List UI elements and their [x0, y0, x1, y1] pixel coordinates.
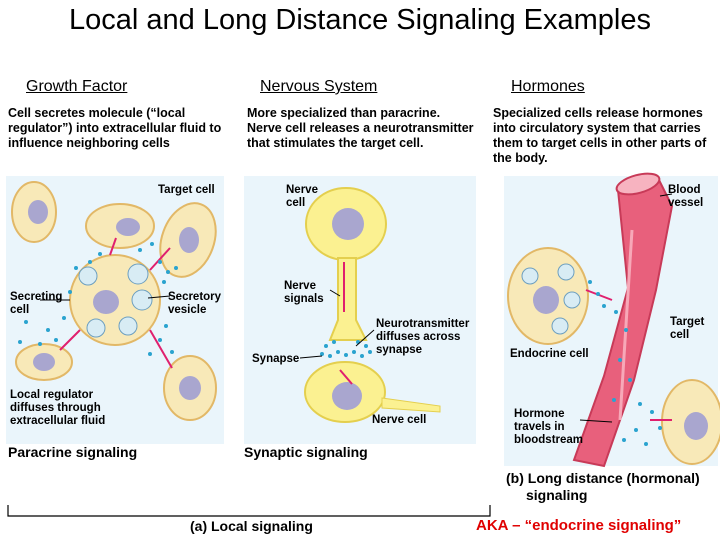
caption-paracrine: Paracrine signaling: [8, 444, 138, 460]
secretory-vesicle: [127, 263, 149, 285]
axon: [328, 257, 368, 341]
label-secretory-vesicle: Secretory vesicle: [168, 291, 222, 316]
nucleus: [93, 290, 119, 314]
description-nervous-system: More specialized than paracrine. Nerve c…: [247, 106, 474, 150]
description-growth-factor: Cell secretes molecule (“local regulator…: [8, 106, 222, 150]
label-target-cell: Target cell: [158, 184, 215, 196]
label-local-regulator: Local regulator diffuses through extrace…: [10, 389, 106, 427]
neurotransmitter-molecules: [320, 340, 372, 358]
heading-hormones: Hormones: [511, 78, 585, 95]
leader-line: [659, 193, 673, 197]
local-signaling-bracket: [7, 505, 491, 517]
secretory-vesicle: [557, 263, 575, 281]
caption-local-signaling: (a) Local signaling: [190, 518, 313, 534]
secretory-vesicle: [78, 266, 98, 286]
aka-endocrine-signaling: AKA – “endocrine signaling”: [476, 517, 682, 534]
paracrine-diagram: [11, 181, 217, 421]
heading-nervous-system: Nervous System: [260, 78, 378, 95]
label-secreting-cell: Secreting cell: [10, 291, 63, 316]
secretory-vesicle: [521, 267, 539, 285]
leader-line: [579, 419, 613, 423]
label-neurotransmitter: Neurotransmitter diffuses across synapse: [376, 318, 470, 356]
nerve-signal-arrow: [339, 369, 353, 385]
label-synapse: Synapse: [252, 353, 300, 365]
leader-line: [147, 295, 171, 299]
blood-vessel-opening: [615, 172, 661, 196]
leader-line: [329, 289, 341, 297]
secretory-vesicle: [118, 316, 138, 336]
label-nerve-signals: Nerve signals: [284, 280, 324, 305]
label-hormone-travels: Hormone travels in bloodstream: [514, 408, 584, 446]
secretory-vesicle: [551, 317, 569, 335]
label-blood-vessel: Blood vessel: [668, 184, 704, 209]
secretory-vesicle: [131, 289, 153, 311]
axon: [381, 397, 441, 413]
hormonal-diagram: [507, 172, 720, 468]
leader-line: [355, 329, 375, 347]
caption-hormonal-line2: signaling: [526, 487, 588, 503]
diffusion-arrow: [59, 329, 81, 351]
nucleus: [116, 218, 140, 236]
label-nerve-cell-bottom: Nerve cell: [372, 414, 427, 426]
diffusion-arrow: [149, 329, 173, 369]
synaptic-diagram: [299, 187, 441, 423]
caption-synaptic: Synaptic signaling: [244, 444, 368, 460]
secretory-vesicle: [86, 318, 106, 338]
slide-title: Local and Long Distance Signaling Exampl…: [69, 4, 651, 36]
hormone-molecules: [588, 280, 662, 446]
nucleus: [33, 353, 55, 371]
description-hormones: Specialized cells release hormones into …: [493, 106, 707, 165]
local-regulator-molecules: [18, 242, 178, 356]
label-target-cell-hormonal: Target cell: [670, 316, 705, 341]
diffusion-arrow: [109, 237, 117, 256]
heading-growth-factor: Growth Factor: [26, 78, 128, 95]
leader-line: [299, 355, 323, 359]
nucleus: [28, 200, 48, 224]
nucleus: [332, 382, 362, 410]
vessel-highlight: [618, 229, 634, 421]
caption-hormonal-line1: (b) Long distance (hormonal): [506, 470, 700, 486]
secretory-vesicle: [563, 291, 581, 309]
label-nerve-cell-top: Nerve cell: [286, 184, 318, 209]
nucleus: [179, 376, 201, 400]
label-endocrine-cell: Endocrine cell: [510, 348, 589, 360]
nucleus: [533, 286, 559, 314]
nucleus: [179, 227, 199, 253]
nucleus: [332, 208, 364, 240]
nucleus: [684, 412, 708, 440]
blood-vessel: [572, 176, 674, 468]
diffusion-arrow: [149, 247, 171, 271]
